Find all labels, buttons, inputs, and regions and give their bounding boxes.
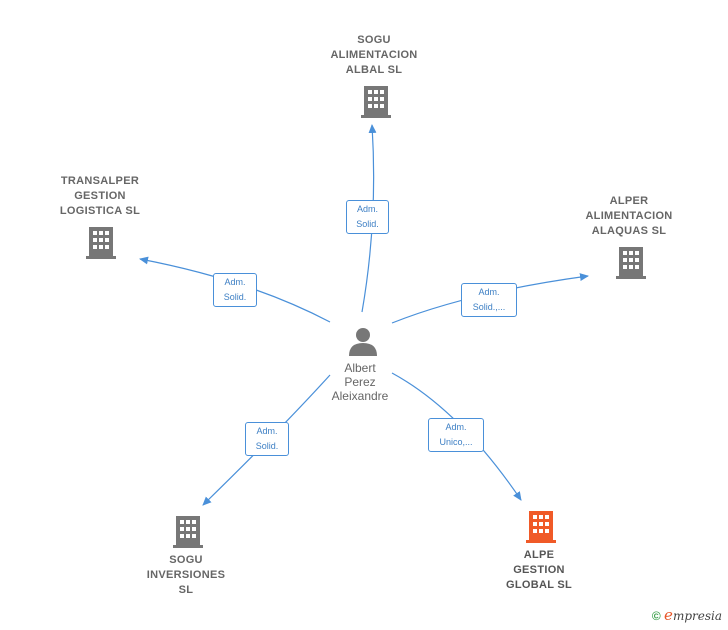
person-name[interactable]: Albert Perez Aleixandre xyxy=(331,361,389,403)
role-label-sogu-inversiones[interactable]: Adm. Solid. xyxy=(245,422,289,456)
copyright-icon: © xyxy=(651,609,661,623)
role-label-transalper[interactable]: Adm. Solid. xyxy=(213,273,257,307)
footer-brand: © empresia xyxy=(652,606,722,624)
role-label-sogu-alimentacion[interactable]: Adm. Solid. xyxy=(346,200,389,234)
company-name-alpe-gestion[interactable]: ALPE GESTION GLOBAL SL xyxy=(505,549,573,591)
company-name-sogu-alimentacion[interactable]: SOGU ALIMENTACION ALBAL SL xyxy=(330,34,418,76)
building-icon[interactable] xyxy=(525,509,557,548)
building-icon[interactable] xyxy=(360,84,392,123)
company-name-sogu-inversiones[interactable]: SOGU INVERSIONES SL xyxy=(146,554,226,596)
company-name-transalper[interactable]: TRANSALPER GESTION LOGISTICA SL xyxy=(59,175,141,217)
role-label-alper-alimentacion[interactable]: Adm. Solid.,... xyxy=(461,283,517,317)
building-icon[interactable] xyxy=(615,245,647,284)
role-label-alpe-gestion[interactable]: Adm. Unico,... xyxy=(428,418,484,452)
person-icon[interactable] xyxy=(347,326,379,356)
building-icon[interactable] xyxy=(172,514,204,553)
company-name-alper-alimentacion[interactable]: ALPER ALIMENTACION ALAQUAS SL xyxy=(585,195,673,237)
building-icon[interactable] xyxy=(85,225,117,264)
brand-logo: empresia xyxy=(664,606,722,624)
